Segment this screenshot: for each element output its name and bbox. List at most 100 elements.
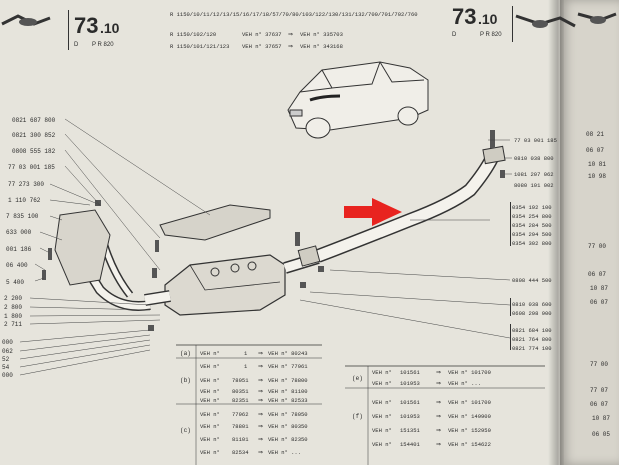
tl-from-8: VEH n° — [200, 449, 220, 456]
subsection-number: .10 — [100, 20, 120, 36]
tl-to-3: VEH n° 81100 — [268, 388, 308, 395]
right-part-3: 8080 101 002 — [514, 182, 554, 189]
far-right-part-11: 10 87 — [592, 415, 610, 422]
right-section-number: 73 — [452, 4, 476, 29]
tl-from-2: VEH n° — [200, 377, 220, 384]
left-part-17: 52 — [2, 356, 10, 363]
svg-text:⇒: ⇒ — [258, 378, 263, 384]
left-part-16: 062 — [2, 348, 13, 355]
book-gutter — [548, 0, 564, 465]
serial-table-left: (a) VEH n° 1 ⇒ VEH n° 80243 VEH n° 1 ⇒ V… — [176, 344, 322, 465]
right-sub-d: D — [452, 32, 457, 38]
sub-pr: P R 820 — [92, 42, 114, 48]
right-part-9: 0808 444 500 — [512, 277, 552, 284]
tl-to-6: VEH n° 80350 — [268, 423, 308, 430]
catalog-page-right — [560, 0, 619, 465]
left-part-12: 2 800 — [4, 304, 22, 311]
tl-to-4: VEH n° 82533 — [268, 397, 308, 404]
tl-num-1: 1 — [244, 363, 248, 370]
right-part-14: 0821 774 100 — [512, 345, 552, 352]
ven-line-1-to: VEH n° 335703 — [300, 31, 343, 38]
tl-from-5: VEH n° — [200, 411, 220, 418]
svg-text:⇒: ⇒ — [258, 437, 263, 443]
tr-to-4: VEH n° 152950 — [448, 427, 491, 434]
model-line-1: R 1150/10/11/12/13/15/16/17/18/57/70/80/… — [170, 11, 418, 18]
tr-from-3: VEH n° — [372, 413, 392, 420]
left-part-15: 000 — [2, 339, 13, 346]
tl-label-6: (c) — [180, 427, 191, 434]
tl-num-7: 81101 — [232, 436, 249, 443]
svg-text:⇒: ⇒ — [436, 370, 441, 376]
svg-text:⇒: ⇒ — [258, 389, 263, 395]
far-right-part-6: 10 87 — [590, 285, 608, 292]
tr-num-0: 101561 — [400, 369, 421, 376]
right-part-12: 0821 684 100 — [512, 327, 552, 334]
far-right-part-4: 77 00 — [588, 243, 606, 250]
tl-to-8: VEH n° ... — [268, 449, 301, 456]
tr-to-0: VEH n° 101700 — [448, 369, 491, 376]
svg-text:⇒: ⇒ — [436, 428, 441, 434]
left-part-9: 06 400 — [6, 262, 28, 269]
tr-from-5: VEH n° — [372, 441, 392, 448]
tl-num-4: 82351 — [232, 397, 249, 404]
highlight-arrow — [344, 198, 402, 226]
left-part-19: 000 — [2, 372, 13, 379]
far-right-part-8: 77 00 — [590, 361, 608, 368]
tl-to-5: VEH n° 78050 — [268, 411, 308, 418]
right-header-exhaust-icon — [515, 12, 617, 28]
ven-line-2-to: VEH n° 343168 — [300, 43, 343, 50]
left-part-14: 2 711 — [4, 321, 22, 328]
far-right-part-12: 06 05 — [592, 431, 610, 438]
svg-text:⇒: ⇒ — [258, 412, 263, 418]
right-part-1: 0810 038 800 — [514, 155, 554, 162]
far-right-part-7: 06 07 — [590, 299, 608, 306]
tr-num-3: 101953 — [400, 413, 420, 420]
tl-from-6: VEH n° — [200, 423, 220, 430]
svg-text:⇒: ⇒ — [436, 400, 441, 406]
left-part-3: 77 03 001 185 — [8, 164, 55, 171]
svg-text:⇒: ⇒ — [258, 450, 263, 456]
right-sub-pr: P R 820 — [480, 32, 502, 38]
model-line-3: R 1150/101/121/123 — [170, 43, 229, 50]
svg-text:⇒: ⇒ — [258, 364, 263, 370]
tl-num-6: 78801 — [232, 423, 249, 430]
right-part-11: 0608 298 900 — [512, 310, 552, 317]
exhaust-pipe-assembly — [42, 130, 506, 331]
car-illustration — [287, 61, 429, 139]
tr-from-0: VEH n° — [372, 369, 392, 376]
svg-text:⇒: ⇒ — [436, 381, 441, 387]
tl-num-5: 77962 — [232, 411, 249, 418]
tr-label-3: (f) — [352, 413, 363, 420]
serial-table-right: (e) VEH n° 101561 ⇒ VEH n° 101700 VEH n°… — [345, 365, 545, 465]
left-part-7: 633 000 — [6, 229, 32, 236]
left-part-4: 77 273 300 — [8, 181, 44, 188]
right-part-7: 0354 294 500 — [512, 231, 552, 238]
svg-text:⇒: ⇒ — [288, 32, 293, 38]
right-part-13: 0821 764 800 — [512, 336, 552, 343]
left-part-18: 54 — [2, 364, 10, 371]
far-right-part-3: 10 98 — [588, 173, 606, 180]
tr-from-2: VEH n° — [372, 399, 392, 406]
right-part-2: 1081 207 062 — [514, 171, 554, 178]
tr-to-1: VEH n° ... — [448, 380, 481, 387]
left-part-6: 7 835 100 — [6, 213, 39, 220]
svg-text:⇒: ⇒ — [258, 424, 263, 430]
right-part-10: 0810 038 600 — [512, 301, 552, 308]
tr-to-3: VEH n° 149900 — [448, 413, 491, 420]
left-part-0: 0821 687 800 — [12, 117, 56, 124]
left-part-numbers: 0821 687 800 0821 300 852 0808 555 182 7… — [2, 117, 56, 379]
header-exhaust-icon — [1, 14, 51, 26]
right-part-6: 0354 284 500 — [512, 222, 552, 229]
tl-from-0: VEH n° — [200, 350, 220, 357]
tl-label-0: (a) — [180, 350, 191, 357]
sub-d: D — [74, 42, 79, 48]
tr-num-2: 101561 — [400, 399, 421, 406]
tl-from-4: VEH n° — [200, 397, 220, 404]
model-line-2: R 1150/102/120 — [170, 31, 216, 38]
tl-from-3: VEH n° — [200, 388, 220, 395]
far-right-part-0: 08 21 — [586, 131, 604, 138]
tl-from-7: VEH n° — [200, 436, 220, 443]
tr-to-5: VEH n° 154622 — [448, 441, 491, 448]
tl-to-1: VEH n° 77961 — [268, 363, 308, 370]
